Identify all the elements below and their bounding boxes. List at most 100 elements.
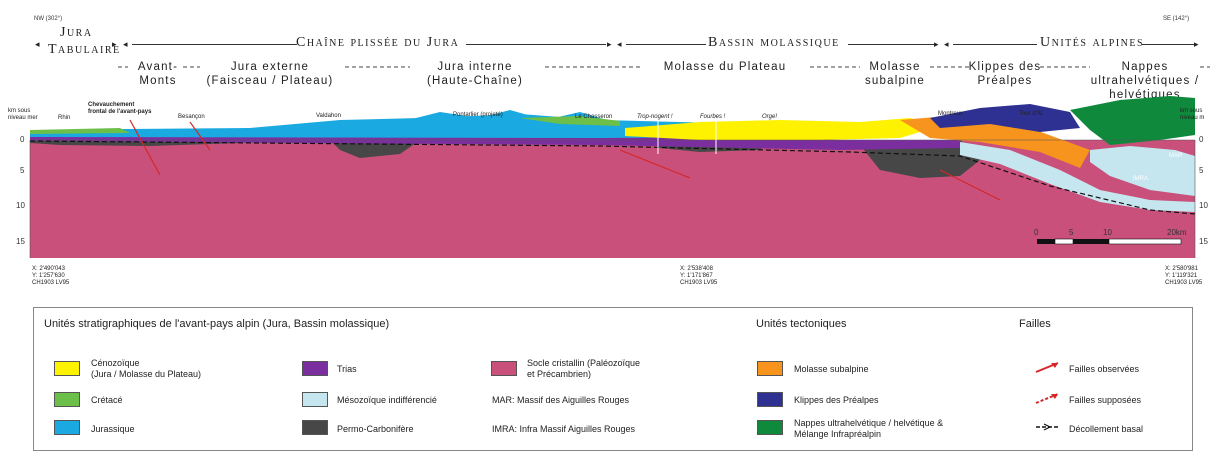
depth-tick-left-15: 15 <box>16 237 25 246</box>
subregion-klippes-line2: Préalpes <box>977 75 1033 87</box>
place-besancon: Besançon <box>178 114 205 120</box>
subregion-jura-interne: Jura interne (Haute-Chaîne) <box>395 60 555 88</box>
region-span-line <box>953 44 1037 45</box>
subregion-jura-externe: Jura externe (Faisceau / Plateau) <box>190 60 350 88</box>
decollement-basal <box>29 140 1196 215</box>
sea-level-label-left: km sous niveau mer <box>8 108 38 122</box>
cretace-left <box>30 128 130 134</box>
coords-right-system: CH1903 LV95 <box>1165 280 1203 286</box>
swatch-cretace <box>54 392 80 407</box>
subregion-jura-interne-line2: (Haute-Chaîne) <box>426 75 524 87</box>
place-orge: Orge! <box>762 114 778 120</box>
legend-trias: Trias <box>337 364 357 374</box>
place-borehole-2: Fourbes ! <box>700 114 726 120</box>
arrow-left-icon: ◂ <box>944 39 949 49</box>
swatch-nappes <box>757 420 783 435</box>
coords-center-system: CH1903 LV95 <box>680 280 718 286</box>
subregion-molasse-subalpine-line1: Molasse <box>869 61 921 73</box>
permo-carbonifere-trough-1 <box>330 140 420 158</box>
coords-left-system: CH1903 LV95 <box>32 280 70 286</box>
mesozoique-indifferencie-2 <box>1090 146 1195 196</box>
coords-center: X: 2'538'408 Y: 1'171'867 CH1903 LV95 <box>680 266 717 287</box>
legend-nappes-1: Nappes ultrahelvétique / helvétique & <box>794 418 944 428</box>
subregion-jura-externe-line2: (Faisceau / Plateau) <box>206 75 334 87</box>
region-jura-tabulaire-1: Jura <box>60 25 93 40</box>
subregion-jura-externe-line1: Jura externe <box>230 61 310 73</box>
swatch-molasse-subalpine <box>757 361 783 376</box>
legend-nappes-2: Mélange Infrapréalpin <box>794 429 882 439</box>
place-chevauchement: Chevauchement frontal de l'avant-pays <box>88 102 151 116</box>
depth-tick-left-5: 5 <box>20 166 25 175</box>
swatch-cenozoique <box>54 361 80 376</box>
legend-socle-2: et Précambrien) <box>527 369 592 379</box>
place-montreux: Montreux <box>938 111 964 117</box>
depth-tick-left-0: 0 <box>20 135 25 144</box>
subregion-avant-monts-line1: Avant- <box>137 61 179 73</box>
scale-bar-seg-1 <box>1037 239 1055 244</box>
coords-left-x: X: 2'490'043 <box>32 266 65 272</box>
nappes-helvetiques <box>1070 96 1195 145</box>
place-borehole-1: Trop-nogent ! <box>637 114 673 120</box>
legend-decollement: Décollement basal <box>1069 424 1144 434</box>
jura-folds <box>400 110 620 132</box>
sea-level-label-right: km sous niveau m <box>1180 108 1204 122</box>
subregion-jura-interne-line1: Jura interne <box>437 61 513 73</box>
scale-bar-seg-3 <box>1073 239 1109 244</box>
corner-label-se: SE (142°) <box>1163 16 1190 22</box>
geological-cross-section <box>29 96 1196 258</box>
legend-mesozoique: Mésozoïque indifférencié <box>337 395 437 405</box>
massif-mar: MAR <box>1169 153 1183 159</box>
arrow-right-icon: ▸ <box>934 39 939 49</box>
corner-label-nw: NW (302°) <box>34 16 63 22</box>
klippes-prealpes <box>930 104 1080 132</box>
massif-imra: IMRA <box>1133 176 1148 182</box>
arrow-right-icon: ▸ <box>1194 39 1199 49</box>
scale-label-20km: 20km <box>1167 228 1187 237</box>
region-chaine-plissee: Chaîne plissée du Jura <box>296 35 460 50</box>
place-chasseron: Le Chasseron <box>575 114 613 120</box>
subregion-klippes: Klippes des Préalpes <box>955 60 1055 88</box>
legend-permo-carbonifere: Permo-Carbonifère <box>337 424 414 434</box>
legend-klippes: Klippes des Préalpes <box>794 395 879 405</box>
place-pontarlier: Pontarlier (projeté) <box>453 112 503 118</box>
legend-strat-title: Unités stratigraphiques de l'avant-pays … <box>44 318 390 330</box>
coords-right-x: X: 2'580'981 <box>1165 266 1198 272</box>
fault-observed-icon <box>1035 362 1059 373</box>
sea-level-label-right-2: niveau m <box>1180 115 1205 121</box>
legend-fault-supposed: Failles supposées <box>1069 395 1142 405</box>
molasse-subalpine <box>900 115 1090 168</box>
scale-label-5: 5 <box>1069 228 1074 237</box>
cretace-center <box>520 116 620 126</box>
cenozoique-molasse-plateau <box>625 118 940 140</box>
legend-abbrev-mar: MAR: Massif des Aiguilles Rouges <box>492 395 630 405</box>
subregion-klippes-line1: Klippes des <box>968 61 1042 73</box>
subregion-molasse-plateau: Molasse du Plateau <box>663 61 787 73</box>
scale-bar-seg-4 <box>1108 238 1182 245</box>
subregion-separators <box>118 66 1210 68</box>
arrow-left-icon: ◂ <box>35 39 40 49</box>
scale-label-0: 0 <box>1034 228 1039 237</box>
place-valdahon: Valdahon <box>316 113 341 119</box>
legend-socle: Socle cristallin (Paléozoïque et Précamb… <box>527 358 640 380</box>
depth-tick-right-5: 5 <box>1199 166 1204 175</box>
legend-socle-1: Socle cristallin (Paléozoïque <box>527 358 641 368</box>
region-bassin-molassique: Bassin molassique <box>708 35 840 50</box>
coords-right: X: 2'580'981 Y: 1'119'321 CH1903 LV95 <box>1165 266 1202 287</box>
subregion-molasse-subalpine-line2: subalpine <box>864 75 926 87</box>
legend-cenozoique-2: (Jura / Molasse du Plateau) <box>91 369 202 379</box>
region-span-line <box>848 44 934 45</box>
coords-right-y: Y: 1'119'321 <box>1165 273 1198 279</box>
fault-supposed-icon <box>1035 393 1059 404</box>
subregion-avant-monts: Avant- Monts <box>128 60 188 88</box>
region-span-line <box>132 44 297 45</box>
arrow-left-icon: ◂ <box>617 39 622 49</box>
legend-nappes: Nappes ultrahelvétique / helvétique & Mé… <box>794 418 943 440</box>
permo-carbonifere-trough-3 <box>860 140 980 178</box>
place-chevauchement-1: Chevauchement <box>88 102 135 108</box>
coords-center-y: Y: 1'171'867 <box>680 273 713 279</box>
swatch-trias <box>302 361 328 376</box>
depth-tick-right-0: 0 <box>1199 135 1204 144</box>
sea-level-label-left-2: niveau mer <box>8 115 38 121</box>
depth-tick-left-10: 10 <box>16 201 25 210</box>
place-chevauchement-2: frontal de l'avant-pays <box>88 109 152 115</box>
